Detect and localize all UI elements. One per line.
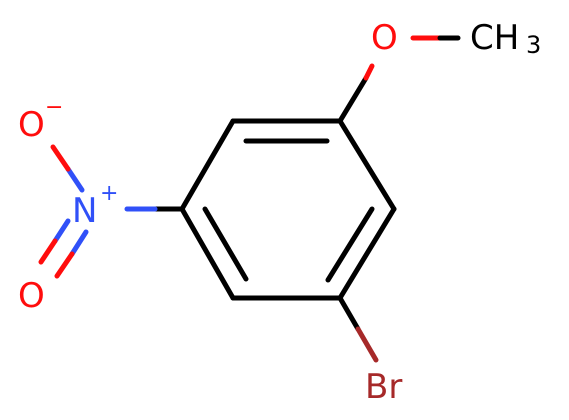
bond-n-o-bottom2-red	[38, 238, 58, 265]
ring-bond-c2-c3	[337, 118, 397, 212]
ring-bond-c3-c4-inner	[325, 206, 375, 283]
nitrogen-charge: +	[100, 181, 118, 206]
atom-bromine: Br	[365, 367, 402, 407]
atom-methyl-carbon: CH	[470, 18, 519, 58]
atom-nitro-oxygen-top: O	[18, 105, 45, 145]
ring-bond-c5-c6	[179, 206, 236, 301]
bond-c2-o	[337, 75, 369, 124]
bond-n-o-bottom2-blue	[52, 218, 71, 244]
bond-n-o-top-blue	[65, 166, 85, 193]
atom-methoxy-oxygen: O	[371, 18, 398, 58]
ring-bond-c5-c6-inner	[202, 206, 249, 282]
oxygen-charge: −	[45, 95, 63, 120]
bond-n-o-bottom-red	[54, 251, 75, 279]
bond-c4-br-red	[355, 326, 379, 363]
ring-bond-c3-c4	[337, 206, 397, 301]
ring-bond-c6-c1	[179, 118, 236, 212]
atom-nitro-oxygen-bottom: O	[18, 276, 45, 316]
bond-c2-o-red	[363, 63, 375, 81]
bond-n-o-top-red	[50, 144, 71, 172]
bond-n-o-bottom-blue	[69, 229, 89, 257]
atom-methyl-subscript: 3	[526, 31, 541, 59]
atom-nitro-nitrogen: N	[72, 191, 97, 231]
bond-c4-br	[337, 295, 361, 332]
